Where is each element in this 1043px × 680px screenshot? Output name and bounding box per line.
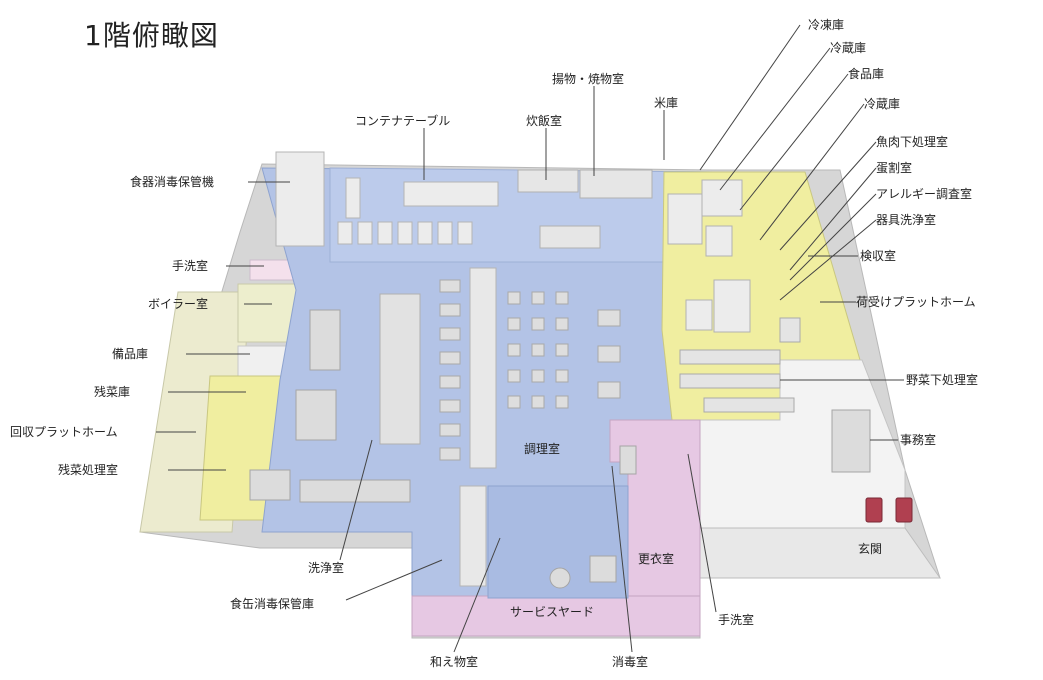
washing-line xyxy=(379,293,421,445)
label-freezer: 冷凍庫 xyxy=(808,18,845,32)
leader-lines xyxy=(156,24,904,653)
label-washing-room: 洗浄室 xyxy=(308,561,345,575)
washing-equipment xyxy=(249,309,411,503)
label-allergy-room: アレルギー調査室 xyxy=(876,187,973,201)
container-table xyxy=(403,181,499,207)
rice-cooker-unit xyxy=(517,169,579,193)
label-waste-processing: 残菜処理室 xyxy=(58,463,119,477)
label-vegetable-prep: 野菜下処理室 xyxy=(906,373,979,387)
label-cooking-room: 調理室 xyxy=(524,442,561,456)
label-container-table: コンテナテーブル xyxy=(355,114,451,128)
label-service-yard: サービスヤード xyxy=(510,605,595,619)
label-locker-room: 更衣室 xyxy=(638,552,675,566)
entrance-area xyxy=(699,527,941,579)
label-receiving-platform: 荷受けプラットホーム xyxy=(856,295,976,309)
cooking-stations xyxy=(439,279,621,461)
frying-unit xyxy=(579,169,653,199)
label-egg-room: 蛋割室 xyxy=(876,161,913,175)
label-rice-cooking-room: 炊飯室 xyxy=(526,114,563,128)
label-inspection-room: 検収室 xyxy=(860,249,897,263)
parked-cars xyxy=(865,497,913,523)
label-food-can-storage: 食缶消毒保管庫 xyxy=(230,597,315,611)
cooking-island xyxy=(469,267,497,469)
label-cold-storage-1: 冷蔵庫 xyxy=(830,41,867,55)
label-fish-meat-prep: 魚肉下処理室 xyxy=(876,135,949,149)
page-title: 1階俯瞰図 xyxy=(84,19,219,52)
label-recovery-platform: 回収プラットホーム xyxy=(10,425,118,439)
office-table xyxy=(831,409,871,473)
label-office: 事務室 xyxy=(900,433,937,447)
can-storage-unit xyxy=(459,485,487,587)
label-hand-wash-2: 手洗室 xyxy=(718,613,755,627)
label-aemono-room: 和え物室 xyxy=(430,655,479,669)
cooking-range xyxy=(539,225,601,249)
vegetable-prep-counters xyxy=(679,317,801,413)
label-equipment-storage: 備品庫 xyxy=(112,347,149,361)
label-dish-disinfection: 食器消毒保管機 xyxy=(130,175,215,189)
label-rice-storage: 米庫 xyxy=(654,96,679,110)
label-cold-storage-2: 冷蔵庫 xyxy=(864,97,901,111)
label-entrance: 玄関 xyxy=(858,542,883,556)
service-yard-equipment xyxy=(549,445,637,589)
label-food-storage: 食品庫 xyxy=(848,67,885,81)
label-frying-room: 揚物・焼物室 xyxy=(552,72,625,86)
dish-disinfection-unit xyxy=(275,151,325,247)
label-waste-storage: 残菜庫 xyxy=(94,385,131,399)
container-units xyxy=(337,177,473,245)
cold-storage-rooms xyxy=(667,179,751,333)
label-hand-wash-1: 手洗室 xyxy=(172,259,209,273)
label-disinfection-room: 消毒室 xyxy=(612,655,649,669)
label-utensil-washing: 器具洗浄室 xyxy=(876,213,937,227)
label-boiler-room: ボイラー室 xyxy=(148,297,209,311)
